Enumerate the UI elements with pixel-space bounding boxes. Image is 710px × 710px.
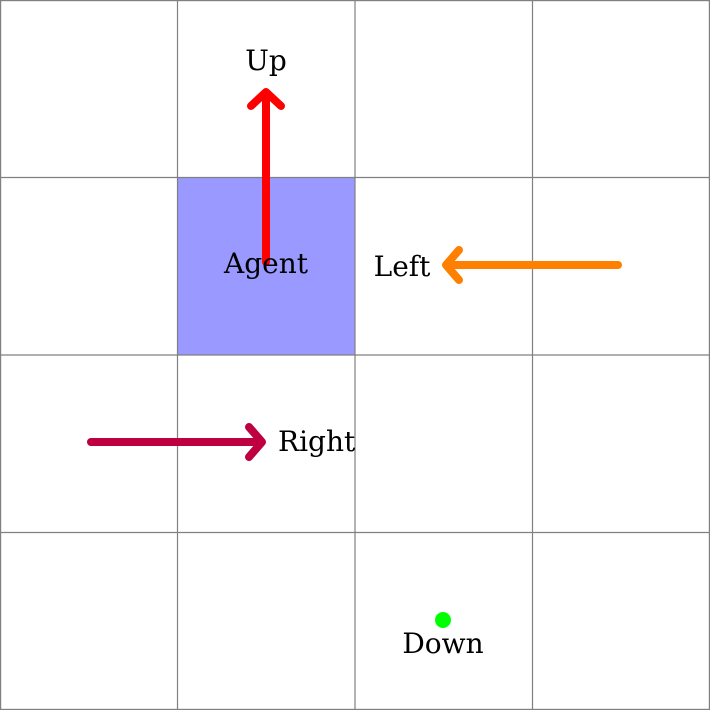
up-label: Up [245, 44, 287, 77]
agent-label: Agent [223, 247, 309, 280]
right-label: Right [278, 425, 356, 458]
up-arrow-icon [247, 88, 285, 266]
left-label: Left [374, 250, 432, 283]
left-arrow-icon [442, 246, 622, 284]
right-arrow-icon [87, 423, 266, 461]
down-dot-icon [435, 612, 451, 628]
down-label: Down [402, 627, 483, 660]
